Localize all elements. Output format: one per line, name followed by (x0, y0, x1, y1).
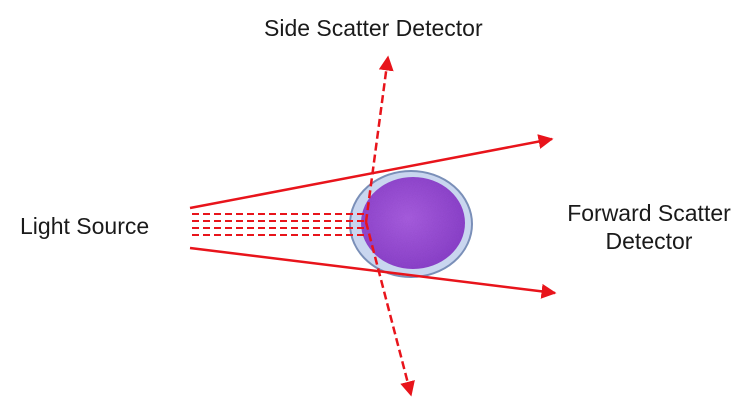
forward-scatter-detector-label: Forward Scatter Detector (558, 199, 740, 255)
forward-scatter-upper-arrow (189, 134, 554, 210)
cell-body (361, 177, 465, 269)
forward-scatter-label-line1: Forward Scatter (567, 200, 731, 226)
light-source-label: Light Source (20, 213, 150, 239)
side-scatter-down-arrow (364, 221, 415, 397)
forward-scatter-lower-arrow (189, 246, 557, 299)
cell-icon (349, 170, 473, 278)
incident-light-beams (192, 213, 364, 236)
side-scatter-up-arrow (364, 55, 394, 223)
side-scatter-detector-label: Side Scatter Detector (264, 15, 483, 41)
forward-scatter-label-line2: Detector (605, 228, 693, 254)
